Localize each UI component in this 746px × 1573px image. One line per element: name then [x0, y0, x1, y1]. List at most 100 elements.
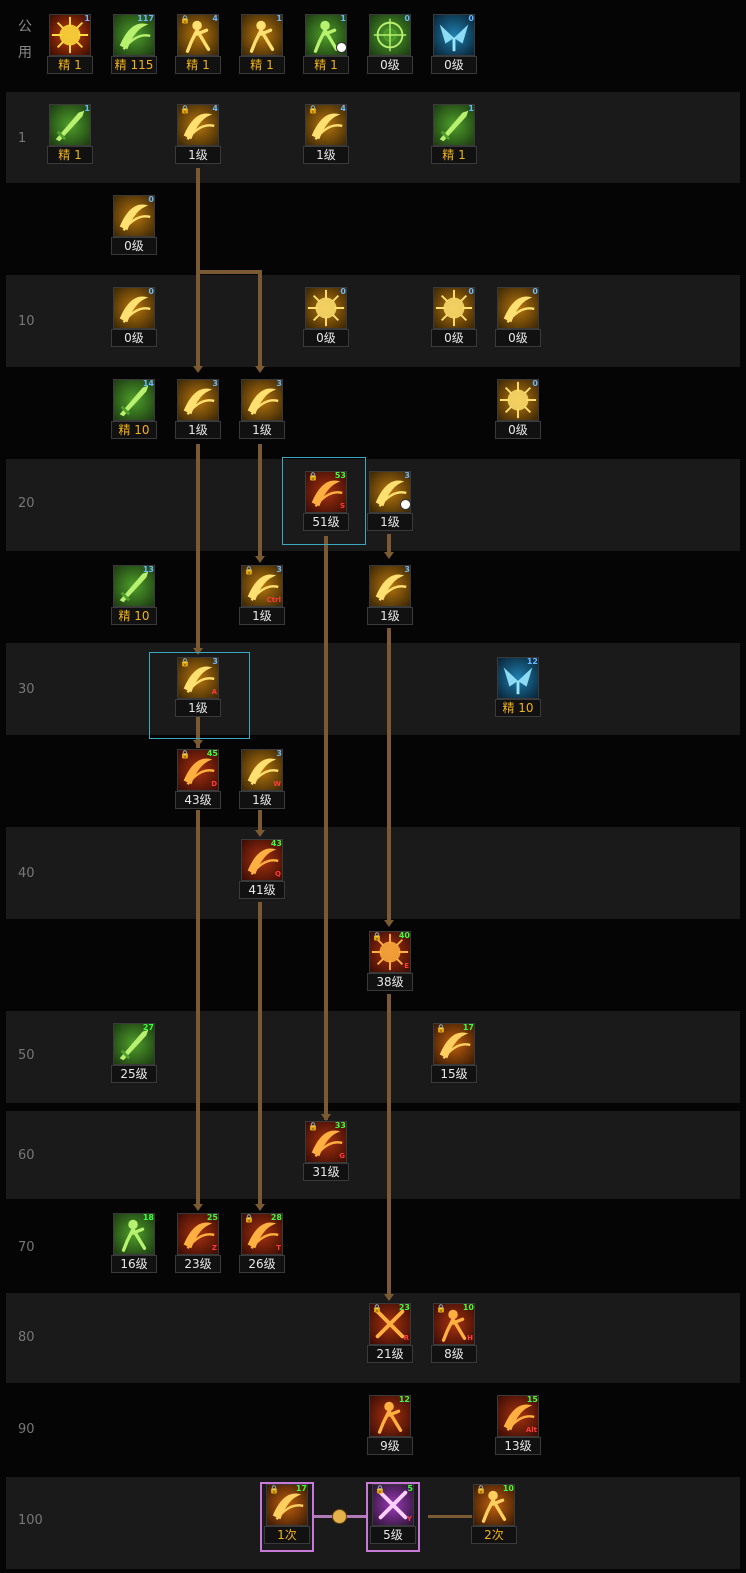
red-charge-icon[interactable]: [305, 1121, 347, 1163]
gold-leap-icon[interactable]: [177, 379, 219, 421]
red-orb-icon[interactable]: [369, 931, 411, 973]
skill-level-label: 0级: [495, 329, 541, 347]
crouch-figure-icon[interactable]: [177, 14, 219, 56]
hotkey-label: Y: [406, 1515, 412, 1523]
gold-roll-icon[interactable]: [241, 749, 283, 791]
red-z-slash-icon[interactable]: [177, 1213, 219, 1255]
red-t-strike-icon[interactable]: [241, 1213, 283, 1255]
green-lance-icon[interactable]: [113, 1023, 155, 1065]
gold-flame-icon[interactable]: [177, 657, 219, 699]
red-swing-icon[interactable]: [305, 471, 347, 513]
red-figure-icon[interactable]: [433, 1303, 475, 1345]
skill-level-label: 精 115: [111, 56, 157, 74]
skill-link-arrow: [255, 830, 265, 837]
sit-figure-icon[interactable]: [241, 14, 283, 56]
red-spin-icon[interactable]: [177, 749, 219, 791]
crosshair-icon[interactable]: [369, 14, 411, 56]
red-dash-icon[interactable]: [241, 839, 283, 881]
skill-link-arrow: [384, 552, 394, 559]
orange-field-icon[interactable]: [433, 1023, 475, 1065]
skill-max-badge: 14: [142, 379, 154, 388]
skill-max-badge: 0: [468, 287, 474, 296]
lock-icon: 🔒: [372, 932, 382, 941]
gold-arc-icon[interactable]: [305, 104, 347, 146]
red-cross-slash-icon[interactable]: [369, 1303, 411, 1345]
awaken-figure-icon[interactable]: [473, 1484, 515, 1526]
awaken-fire-icon[interactable]: [266, 1484, 308, 1526]
gold-burst-icon[interactable]: [497, 379, 539, 421]
fire-burst-icon[interactable]: [49, 14, 91, 56]
gold-spark-icon[interactable]: [305, 287, 347, 329]
gold-crescent-icon[interactable]: [113, 287, 155, 329]
skill-max-badge: 3: [404, 471, 410, 480]
awaken-x-icon[interactable]: [372, 1484, 414, 1526]
green-cannon-icon[interactable]: [433, 104, 475, 146]
gold-zigzag-icon[interactable]: [241, 379, 283, 421]
blue-wings-icon[interactable]: [433, 14, 475, 56]
red-alt-strike-icon[interactable]: [497, 1395, 539, 1437]
green-archer-icon[interactable]: [113, 1213, 155, 1255]
skill-max-badge: 17: [295, 1484, 307, 1493]
green-blade-icon[interactable]: [113, 379, 155, 421]
blue-crown-icon[interactable]: [497, 657, 539, 699]
skill-level-label: 41级: [239, 881, 285, 899]
red-gunner-icon[interactable]: [369, 1395, 411, 1437]
skill-link-line: [258, 444, 262, 556]
green-sword-icon[interactable]: [113, 565, 155, 607]
gold-wave-icon[interactable]: [113, 195, 155, 237]
gold-slash-icon[interactable]: [177, 104, 219, 146]
skill-level-label: 1级: [239, 607, 285, 625]
gold-star-icon[interactable]: [433, 287, 475, 329]
gold-hook-icon[interactable]: [369, 565, 411, 607]
skill-link-arrow: [321, 1114, 331, 1121]
green-gauntlet-icon[interactable]: [49, 104, 91, 146]
green-dash-icon[interactable]: [113, 14, 155, 56]
gold-swirl-icon[interactable]: [497, 287, 539, 329]
gold-ctrl-icon[interactable]: [241, 565, 283, 607]
